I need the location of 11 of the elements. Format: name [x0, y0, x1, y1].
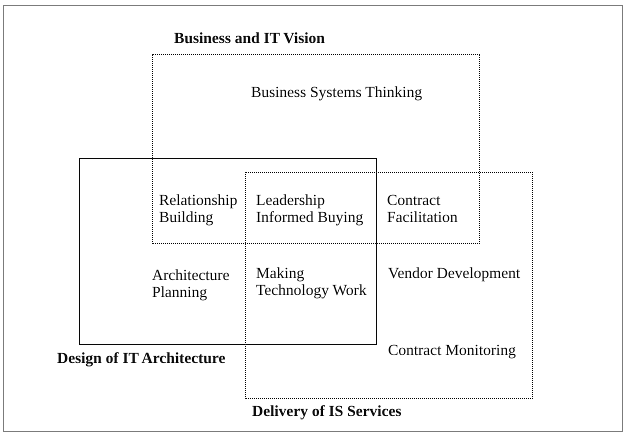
region-heading: Business and IT Vision: [174, 30, 325, 48]
region-heading: Design of IT Architecture: [57, 350, 226, 368]
competency-label: Business Systems Thinking: [251, 84, 422, 101]
competency-label: Architecture Planning: [152, 267, 230, 301]
competency-label: Contract Monitoring: [388, 342, 516, 359]
competency-label: Leadership Informed Buying: [256, 192, 364, 226]
competency-label: Relationship Building: [159, 192, 238, 226]
competency-label: Making Technology Work: [256, 265, 368, 299]
competency-label: Vendor Development: [388, 265, 520, 282]
competency-label: Contract Facilitation: [387, 192, 459, 226]
region-heading: Delivery of IS Services: [252, 403, 402, 421]
